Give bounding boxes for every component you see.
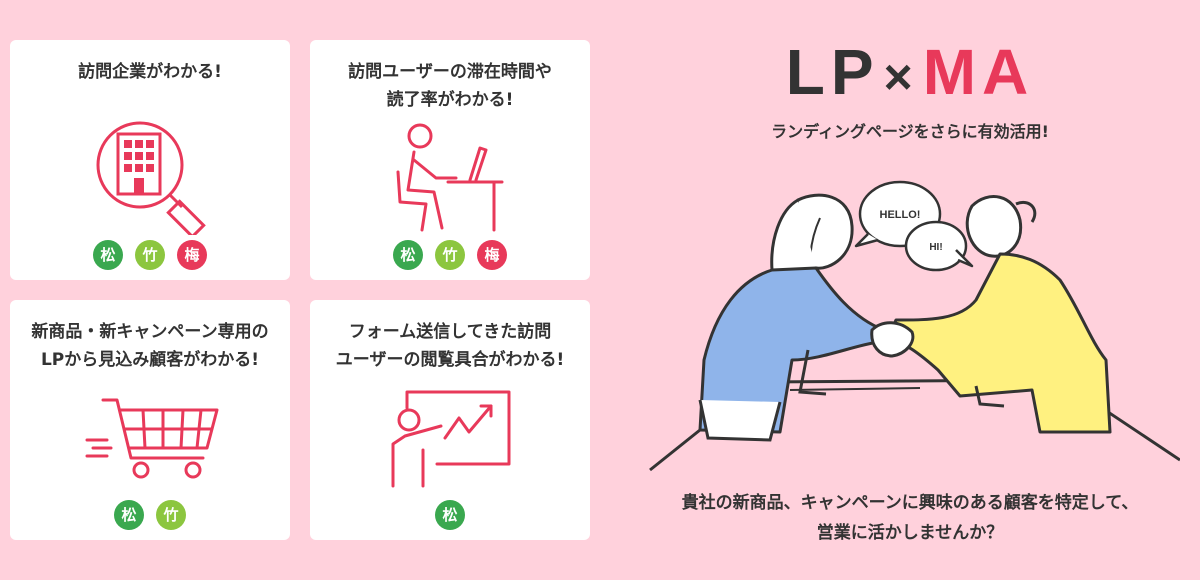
plan-badges: 松 竹 梅 (10, 240, 290, 270)
hero-title-cross: × (883, 49, 919, 105)
plan-badges: 松 (310, 500, 590, 530)
speech-bubble-hi: HI! (904, 220, 974, 272)
hero-title-ma: MA (922, 36, 1035, 108)
feature-card-visited-company: 訪問企業がわかる! 松 竹 梅 (10, 40, 290, 280)
card-title: 訪問企業がわかる! (78, 62, 222, 82)
card-title: 新商品・新キャンペーン専用の LPから見込み顧客がわかる! (31, 322, 269, 370)
person-left (698, 193, 886, 442)
person-right (886, 195, 1112, 434)
badge-take: 竹 (435, 240, 465, 270)
badge-ume: 梅 (177, 240, 207, 270)
badge-matsu: 松 (393, 240, 423, 270)
hero-subtitle: ランディングページをさらに有効活用! (771, 122, 1049, 141)
feature-card-prospects: 新商品・新キャンペーン専用の LPから見込み顧客がわかる! 松 竹 (10, 300, 290, 540)
badge-ume: 梅 (477, 240, 507, 270)
hero-title: LP×MA (640, 32, 1180, 117)
person-at-desk-icon (396, 123, 504, 232)
handshake-illustration: HELLO! HI! (649, 180, 1180, 472)
presenter-chart-icon (391, 390, 511, 488)
card-title: フォーム送信してきた訪問 ユーザーの閲覧具合がわかる! (335, 322, 565, 370)
shopping-cart-icon (85, 398, 219, 479)
building-magnifier-icon (96, 121, 206, 235)
call-to-action-text: 貴社の新商品、キャンペーンに興味のある顧客を特定して、 営業に活かしませんか？ (681, 493, 1139, 543)
badge-matsu: 松 (435, 500, 465, 530)
badge-matsu: 松 (93, 240, 123, 270)
hero-title-lp: LP (785, 36, 880, 108)
bubble-hello-text: HELLO! (880, 209, 921, 221)
badge-take: 竹 (156, 500, 186, 530)
feature-card-stay-time: 訪問ユーザーの滞在時間や 読了率がわかる! 松 竹 梅 (310, 40, 590, 280)
plan-badges: 松 竹 梅 (310, 240, 590, 270)
card-title: 訪問ユーザーの滞在時間や 読了率がわかる! (348, 62, 552, 110)
plan-badges: 松 竹 (10, 500, 290, 530)
badge-take: 竹 (135, 240, 165, 270)
badge-matsu: 松 (114, 500, 144, 530)
bubble-hi-text: HI! (929, 242, 942, 253)
feature-card-form-users: フォーム送信してきた訪問 ユーザーの閲覧具合がわかる! 松 (310, 300, 590, 540)
